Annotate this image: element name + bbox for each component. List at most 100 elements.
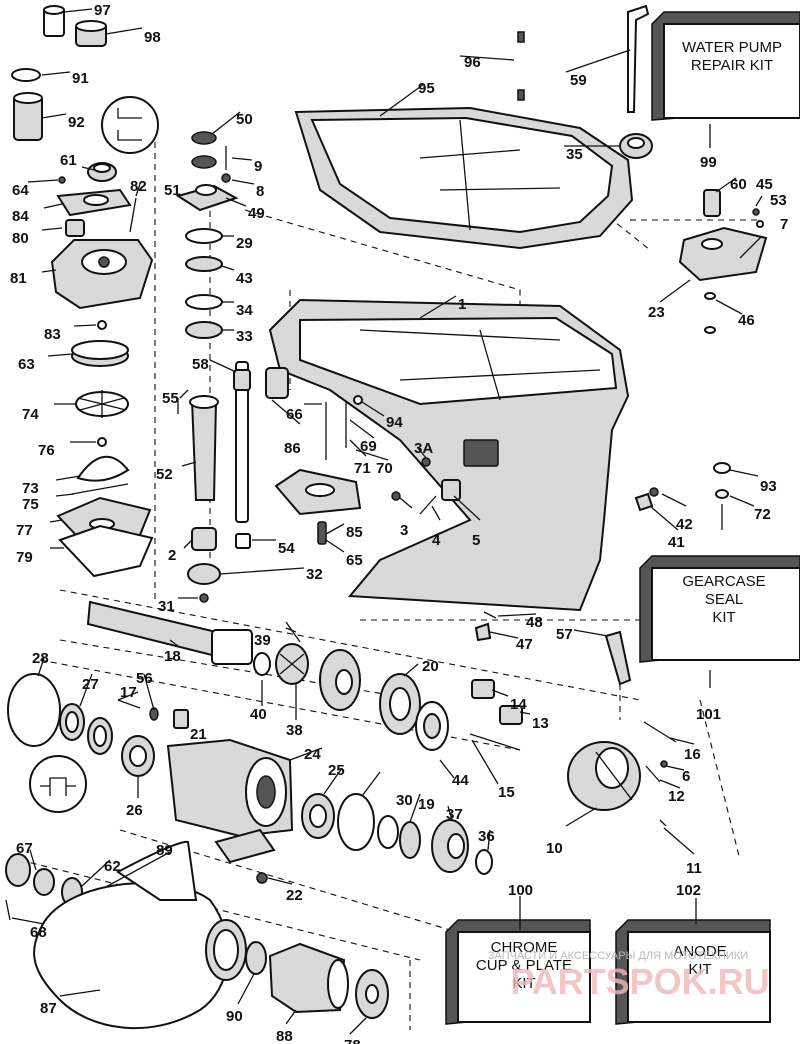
cylinder-part-97	[43, 5, 65, 37]
shaft-part-15	[469, 733, 521, 751]
leader-line	[211, 111, 241, 135]
shim-part-44	[415, 701, 449, 751]
screw-part-82	[129, 197, 137, 233]
screws-part-72	[715, 489, 729, 530]
part-number-label: 3A	[414, 440, 433, 457]
sleeve-part-98	[75, 20, 107, 47]
leader-line	[29, 849, 37, 871]
part-number-label: 55	[162, 390, 179, 407]
part-number-label: 37	[446, 806, 463, 823]
leader-line	[41, 227, 63, 231]
part-number-label: 50	[236, 111, 253, 128]
lever-part-57	[604, 630, 632, 686]
fin-part-85	[274, 468, 362, 516]
part-number-label: 12	[668, 788, 685, 805]
spacer-part-96	[517, 31, 525, 101]
leader-line	[659, 779, 681, 789]
screw-part-6	[660, 760, 668, 768]
part-number-label: 61	[60, 152, 77, 169]
part-number-label: 21	[190, 726, 207, 743]
seals-part-27	[59, 703, 113, 755]
seal-detail-inset	[29, 755, 87, 813]
leader-line	[231, 179, 255, 185]
screw-part-42	[649, 487, 659, 497]
part-number-label: 70	[376, 460, 393, 477]
bearing-part-19	[399, 821, 421, 859]
leader-line	[355, 449, 389, 461]
part-number-label: 4	[432, 532, 441, 549]
part-number-label: 51	[164, 182, 181, 199]
leader-line	[55, 493, 75, 497]
cotter-pin-part-68	[5, 899, 11, 921]
leader-line	[219, 567, 305, 575]
leader-line	[43, 203, 63, 209]
leader-line	[665, 765, 685, 771]
part-number-label: 42	[676, 516, 693, 533]
gasket-part-73	[76, 455, 130, 482]
part-number-label: 5	[472, 532, 480, 549]
watermark-site: PARTSPOK.RU	[510, 961, 769, 1002]
impeller-part-74	[75, 390, 129, 418]
part-number-label: 6	[682, 768, 690, 785]
leader-line	[27, 179, 59, 183]
part-number-label: 99	[700, 154, 717, 171]
leader-line	[135, 183, 141, 197]
part-number-label: 93	[760, 478, 777, 495]
leader-line	[289, 747, 323, 761]
leader-line	[105, 27, 143, 35]
leader-line	[489, 631, 519, 639]
fitting-part-48	[483, 611, 497, 619]
pin-part-39	[285, 621, 301, 643]
watermark-tagline: ЗАПЧАСТИ И АКСЕССУАРЫ ДЛЯ МОТОТЕХНИКИ	[488, 950, 748, 962]
leader-line	[497, 613, 537, 617]
part-number-label: 49	[248, 205, 265, 222]
washer-part-93	[713, 462, 731, 474]
part-number-label: 2	[168, 547, 176, 564]
leader-line	[63, 8, 93, 13]
screw-part-53	[752, 208, 760, 216]
part-number-label: 83	[44, 326, 61, 343]
part-number-label: 80	[12, 230, 29, 247]
part-number-label: 85	[346, 524, 363, 541]
seal-part-50	[191, 131, 217, 145]
part-number-label: 82	[130, 178, 147, 195]
leader-line	[209, 359, 237, 373]
part-number-label: 54	[278, 540, 295, 557]
chrome-cup-kit-line-2: CUP & PLATE	[476, 957, 572, 974]
leader-line	[179, 389, 189, 399]
part-number-label: 78	[344, 1037, 361, 1044]
part-number-label: 24	[304, 746, 321, 763]
leader-line	[325, 523, 345, 535]
plate-part-63	[71, 340, 129, 367]
leader-line	[755, 195, 763, 207]
leader-line	[431, 505, 441, 521]
water-pump-kit-box: WATER PUMP REPAIR KIT	[651, 11, 800, 121]
part-number-label: 87	[40, 1000, 57, 1017]
leader-line	[49, 519, 63, 523]
oring-part-29	[185, 228, 223, 244]
part-number-label: 75	[22, 496, 39, 513]
bearing-part-33	[185, 321, 223, 339]
washer-part-36	[475, 849, 493, 875]
leader-line	[81, 166, 95, 171]
bearing-part-26	[121, 735, 155, 777]
leader-line	[349, 439, 367, 457]
part-number-label: 38	[286, 722, 303, 739]
part-number-label: 71	[354, 460, 371, 477]
leader-line	[487, 829, 491, 851]
part-number-label: 44	[452, 772, 469, 789]
leader-line	[81, 859, 111, 887]
part-number-label: 1	[458, 296, 466, 313]
retainer-part-49	[175, 184, 239, 212]
propshaft-part-18	[86, 600, 253, 666]
leader-line	[739, 235, 763, 259]
part-number-label: 8	[256, 183, 264, 200]
part-number-label: 101	[696, 706, 721, 723]
part-number-label: 20	[422, 658, 439, 675]
part-number-label: 64	[12, 182, 29, 199]
leader-line	[349, 419, 375, 439]
screw-part-65	[317, 521, 327, 545]
gearcase-seal-kit-line-2: SEAL	[705, 591, 743, 608]
leader-line	[565, 49, 631, 73]
leader-line	[715, 177, 737, 193]
